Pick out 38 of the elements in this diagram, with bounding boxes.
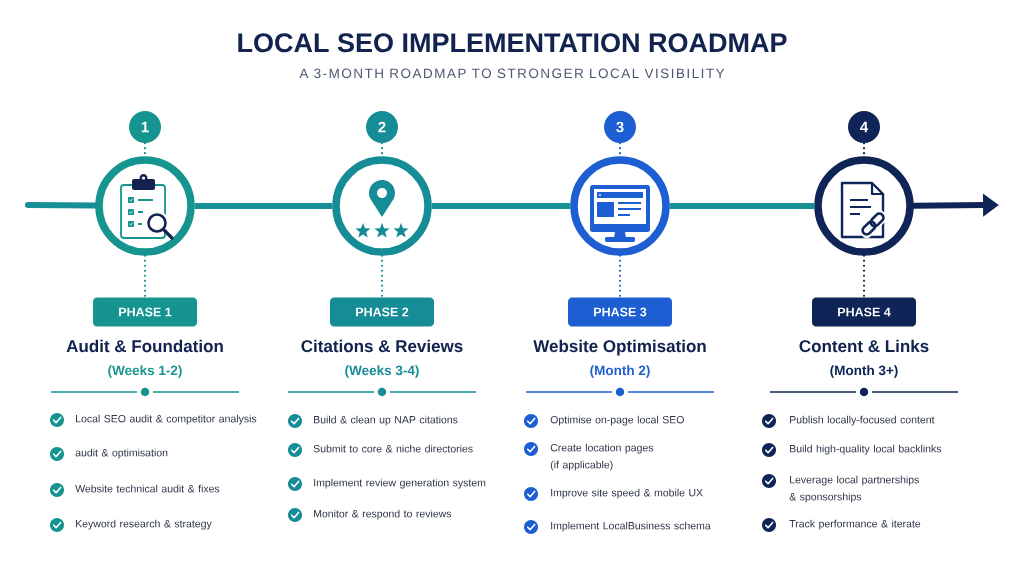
dotted-line [380, 254, 384, 299]
bullet-text: Monitor & respond to reviews [314, 509, 452, 520]
phase-heading: Citations & Reviews [301, 339, 463, 353]
bullet-text: Implement LocalBusiness schema [551, 521, 711, 532]
bullet-text: audit & optimisation [75, 448, 168, 459]
timeline-line [25, 202, 99, 209]
phase-heading: Content & Links [799, 339, 929, 353]
timeline-line [431, 203, 571, 209]
timeline-line [669, 203, 815, 209]
phase-badge: PHASE 3 [568, 297, 672, 327]
duration-text: (Weeks 3-4) [345, 365, 419, 378]
bullet-text: Website technical audit & fixes [75, 484, 220, 493]
duration-text: (Month 2) [590, 365, 650, 378]
dotted-line [618, 254, 622, 299]
timeline-line [194, 203, 333, 209]
title: LOCAL SEO IMPLEMENTATION ROADMAP [238, 33, 787, 53]
bullet-text: Publish locally-focused content [790, 415, 935, 426]
duration-text: (Month 3+) [830, 365, 898, 378]
phase-badge: PHASE 4 [812, 297, 916, 327]
subtitle: A 3-MONTH ROADMAP TO STRONGER LOCAL VISIBILITY [299, 68, 725, 79]
bullet-text: Improve site speed & mobile UX [551, 488, 703, 499]
phase-badge: PHASE 2 [330, 297, 434, 327]
bullet-text: Keyword research & strategy [76, 519, 212, 530]
bullet-text: Build high-quality local backlinks [790, 444, 942, 455]
dotted-line [862, 254, 866, 299]
bullet-text: Track performance & iterate [789, 519, 921, 530]
dotted-line [143, 254, 147, 299]
bullet-text: Create location pages (if applicable) [550, 443, 654, 471]
bullet-text: Optimise on-page local SEO [550, 415, 684, 426]
duration-text: (Weeks 1-2) [108, 365, 182, 378]
phase-badge: PHASE 1 [93, 297, 197, 327]
bullet-text: Submit to core & niche directories [313, 444, 473, 453]
phase-heading: Audit & Foundation [66, 339, 223, 353]
bullet-text: Local SEO audit & competitor analysis [76, 414, 257, 425]
phase-heading: Website Optimisation [533, 339, 706, 356]
bullet-text: Implement review generation system [314, 478, 486, 489]
bullet-text: Leverage local partnerships & sponsorships [789, 475, 919, 503]
bullet-text: Build & clean up NAP citations [314, 415, 458, 426]
